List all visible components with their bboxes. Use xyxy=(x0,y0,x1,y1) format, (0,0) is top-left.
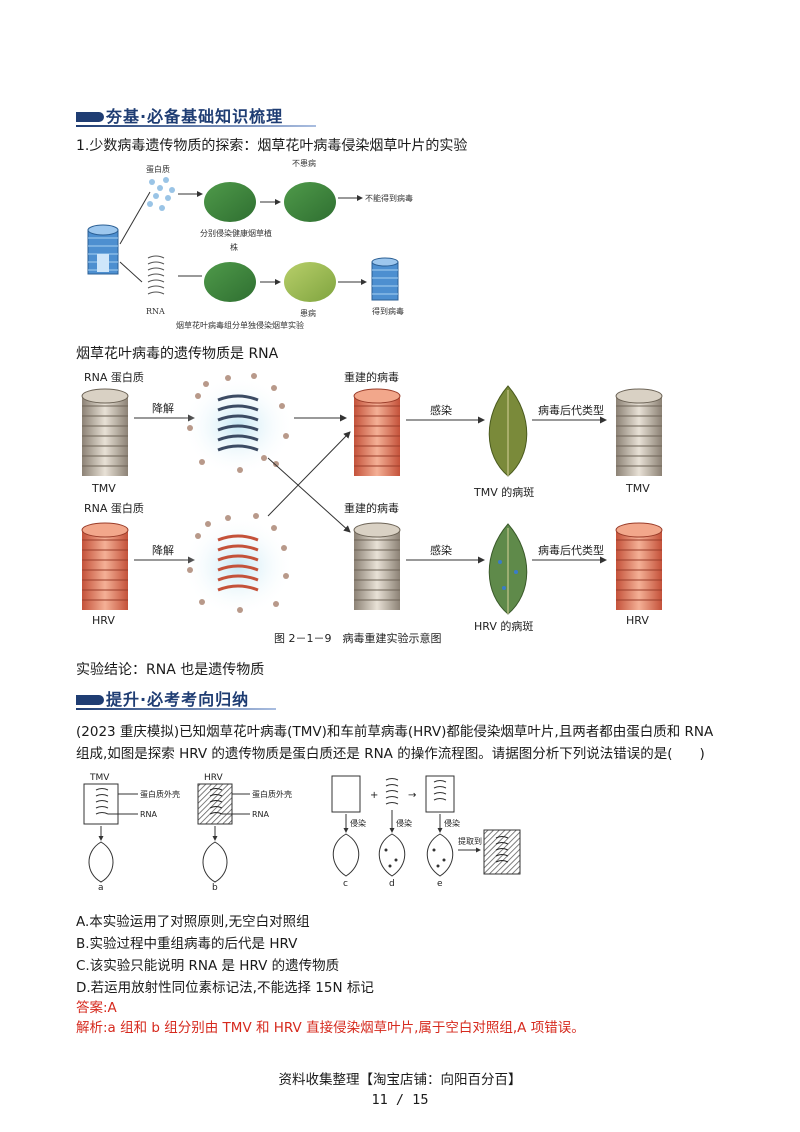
offspring-virus-icon xyxy=(371,257,399,301)
label-get-virus: 得到病毒 xyxy=(372,306,404,316)
tmv-protein-fragments xyxy=(187,373,289,473)
recombinant-virus xyxy=(425,775,455,813)
label-tmv-left: TMV xyxy=(91,482,116,495)
leaf-d xyxy=(378,833,406,877)
hrv-rna-coil xyxy=(217,534,259,592)
label-tmv-spot: TMV 的病斑 xyxy=(473,485,534,499)
hrv-protein-fragments xyxy=(187,513,289,613)
tmv-offspring-cylinder xyxy=(615,388,663,476)
hrv-cylinder xyxy=(81,522,129,610)
conclusion-tmv: 烟草花叶病毒的遗传物质是 RNA xyxy=(76,346,279,362)
label-sick: 患病 xyxy=(300,308,316,318)
label-infect-bottom: 感染 xyxy=(430,543,452,557)
section-title: 提升·必考考向归纳 xyxy=(106,690,250,709)
tmv-virus-icon xyxy=(87,224,119,275)
leaf-healthy-1 xyxy=(204,182,256,222)
label-offspring-top: 病毒后代类型 xyxy=(538,403,604,417)
option-b: B.实验过程中重组病毒的后代是 HRV xyxy=(76,936,298,952)
label-protein: 蛋白质 xyxy=(146,164,170,174)
label-infect-c: 侵染 xyxy=(350,818,366,828)
figure-hrv-experiment: TMV 蛋白质外壳 RNA a HRV 蛋白质外壳 RNA b + → 侵染 侵… xyxy=(83,773,521,890)
label-shell-b: 蛋白质外壳 xyxy=(252,789,292,799)
label-infect-d: 侵染 xyxy=(396,818,412,828)
label-tmv-right: TMV xyxy=(625,482,650,495)
leaf-healthy-2 xyxy=(204,262,256,302)
svg-text:+: + xyxy=(370,790,378,801)
label-rna-b: RNA xyxy=(252,810,270,819)
label-degrade-bottom: 降解 xyxy=(152,543,174,557)
svg-text:→: → xyxy=(408,790,416,801)
footer-source: 资料收集整理【淘宝店铺：向阳百分百】 xyxy=(278,1072,522,1088)
label-not-sick: 不患病 xyxy=(292,158,316,168)
figure-caption-2: 图 2－1－9 病毒重建实验示意图 xyxy=(274,631,442,645)
leaf-sick xyxy=(284,262,336,302)
rebuilt-virus-bottom xyxy=(353,522,401,610)
label-rebuilt-bottom: 重建的病毒 xyxy=(344,501,399,515)
section-header-improve: 提升·必考考向归纳 xyxy=(76,686,276,710)
label-b: b xyxy=(212,883,218,890)
section-underline xyxy=(76,708,276,710)
section-marker xyxy=(76,112,104,122)
tmv-protein-shell xyxy=(331,775,361,813)
answer: 答案:A xyxy=(76,1000,117,1016)
hrv-offspring-cylinder xyxy=(615,522,663,610)
option-a: A.本实验运用了对照原则,无空白对照组 xyxy=(76,914,310,930)
option-d: D.若运用放射性同位素标记法,不能选择 15N 标记 xyxy=(76,980,374,996)
label-rna-protein-top: RNA 蛋白质 xyxy=(84,370,144,384)
label-extract: 提取到 xyxy=(458,836,482,846)
tmv-rna-coil xyxy=(217,394,259,452)
leaf-b xyxy=(202,841,228,883)
leaf-a xyxy=(88,841,114,883)
hrv-box xyxy=(197,783,233,825)
label-shell-a: 蛋白质外壳 xyxy=(140,789,180,799)
question-line-1: (2023 重庆模拟)已知烟草花叶病毒(TMV)和车前草病毒(HRV)都能侵染烟… xyxy=(76,724,714,740)
label-offspring-bottom: 病毒后代类型 xyxy=(538,543,604,557)
label-hrv-left: HRV xyxy=(92,614,115,627)
label-hrv-spot: HRV 的病斑 xyxy=(474,619,533,633)
conclusion-rna: 实验结论：RNA 也是遗传物质 xyxy=(76,662,265,678)
label-hrv-right: HRV xyxy=(626,614,649,627)
label-no-virus: 不能得到病毒 xyxy=(365,193,413,203)
hrv-rna xyxy=(385,778,399,805)
leaf-e xyxy=(426,833,454,877)
item-heading: 1.少数病毒遗传物质的探索：烟草花叶病毒侵染烟草叶片的实验 xyxy=(76,138,468,154)
section-underline xyxy=(76,125,316,127)
analysis: 解析:a 组和 b 组分别由 TMV 和 HRV 直接侵染烟草叶片,属于空白对照… xyxy=(76,1020,585,1036)
label-rna-a: RNA xyxy=(140,810,158,819)
leaf-not-sick xyxy=(284,182,336,222)
option-c: C.该实验只能说明 RNA 是 HRV 的遗传物质 xyxy=(76,958,340,974)
tmv-box xyxy=(83,783,119,825)
section-header-basics: 夯基·必备基础知识梳理 xyxy=(76,103,316,127)
figure-virus-reconstruction: RNA 蛋白质 TMV 降解 重建的病毒 感染 TMV 的病斑 病毒后代类型 T… xyxy=(81,370,663,645)
label-rebuilt-top: 重建的病毒 xyxy=(344,370,399,384)
protein-fragments xyxy=(147,177,175,211)
figure-component-infection: 蛋白质 RNA 分别侵染健康烟草植 株 不患病 患病 不能得到病毒 得到病毒 烟… xyxy=(87,158,413,330)
label-plant: 株 xyxy=(230,242,238,252)
label-hrv: HRV xyxy=(204,773,224,783)
label-infect-e: 侵染 xyxy=(444,818,460,828)
rna-coil-icon xyxy=(147,255,165,295)
section-title: 夯基·必备基础知识梳理 xyxy=(106,107,284,126)
page-number: 11 / 15 xyxy=(371,1092,429,1108)
label-infect-top: 感染 xyxy=(430,403,452,417)
label-separate: 分别侵染健康烟草植 xyxy=(200,228,272,238)
label-degrade-top: 降解 xyxy=(152,401,174,415)
label-tmv: TMV xyxy=(89,773,110,783)
extracted-virus xyxy=(483,829,521,875)
label-rna: RNA xyxy=(146,307,165,316)
section-marker xyxy=(76,695,104,705)
label-d: d xyxy=(389,879,395,889)
leaf-c xyxy=(332,833,360,877)
question-line-2: 组成,如图是探索 HRV 的遗传物质是蛋白质还是 RNA 的操作流程图。请据图分… xyxy=(76,746,705,762)
label-a: a xyxy=(98,883,104,890)
label-e: e xyxy=(437,879,443,889)
label-c: c xyxy=(343,879,348,889)
tmv-cylinder xyxy=(81,388,129,476)
rebuilt-virus-top xyxy=(353,388,401,476)
label-rna-protein-bottom: RNA 蛋白质 xyxy=(84,501,144,515)
figure-caption: 烟草花叶病毒组分单独侵染烟草实验 xyxy=(176,320,304,330)
